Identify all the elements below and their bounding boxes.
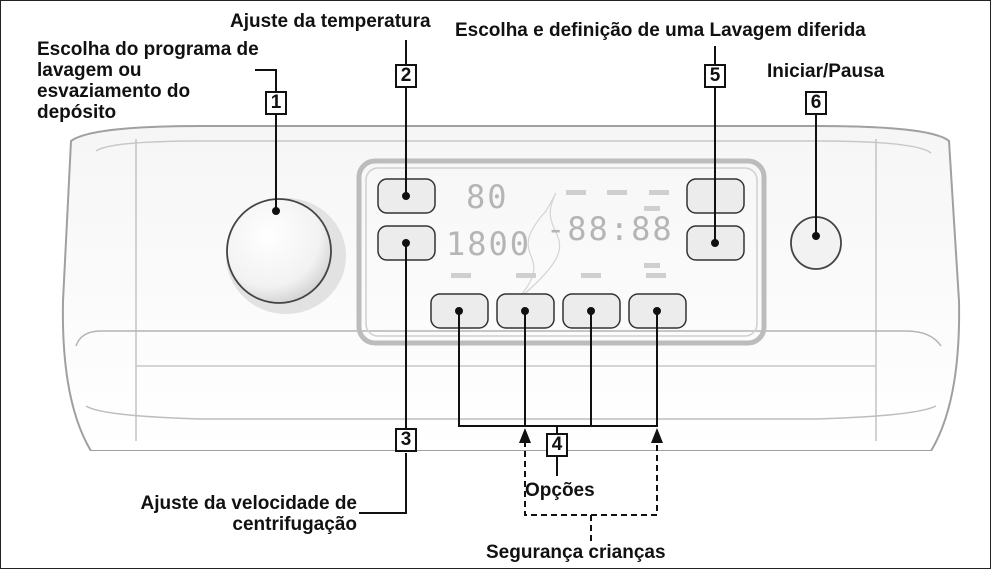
label-program: Escolha do programa de lavagem ou esvazi… — [37, 39, 259, 123]
callout-4: 4 — [546, 433, 568, 457]
callout-3: 3 — [395, 428, 417, 452]
callout-5: 5 — [704, 64, 726, 88]
child-lock-arrows — [519, 428, 663, 443]
display-window — [356, 158, 767, 346]
child-lock-connectors — [524, 441, 658, 541]
callout-6: 6 — [805, 91, 827, 115]
spin-readout: 1800 — [446, 225, 532, 263]
panel-body — [1, 125, 990, 461]
time-readout: -88:88 — [546, 210, 674, 248]
label-spin: Ajuste da velocidade de centrifugação — [140, 493, 357, 535]
label-temperature: Ajuste da temperatura — [230, 11, 431, 32]
program-knob[interactable] — [226, 198, 346, 314]
temperature-readout: 80 — [466, 178, 509, 216]
label-child-lock: Segurança crianças — [486, 542, 666, 563]
label-delay: Escolha e definição de uma Lavagem difer… — [455, 20, 866, 41]
label-start-pause: Iniciar/Pausa — [767, 61, 885, 82]
label-options: Opções — [525, 480, 595, 501]
callout-2: 2 — [395, 64, 417, 88]
callout-1: 1 — [265, 91, 287, 115]
callout-leaders — [255, 40, 820, 514]
